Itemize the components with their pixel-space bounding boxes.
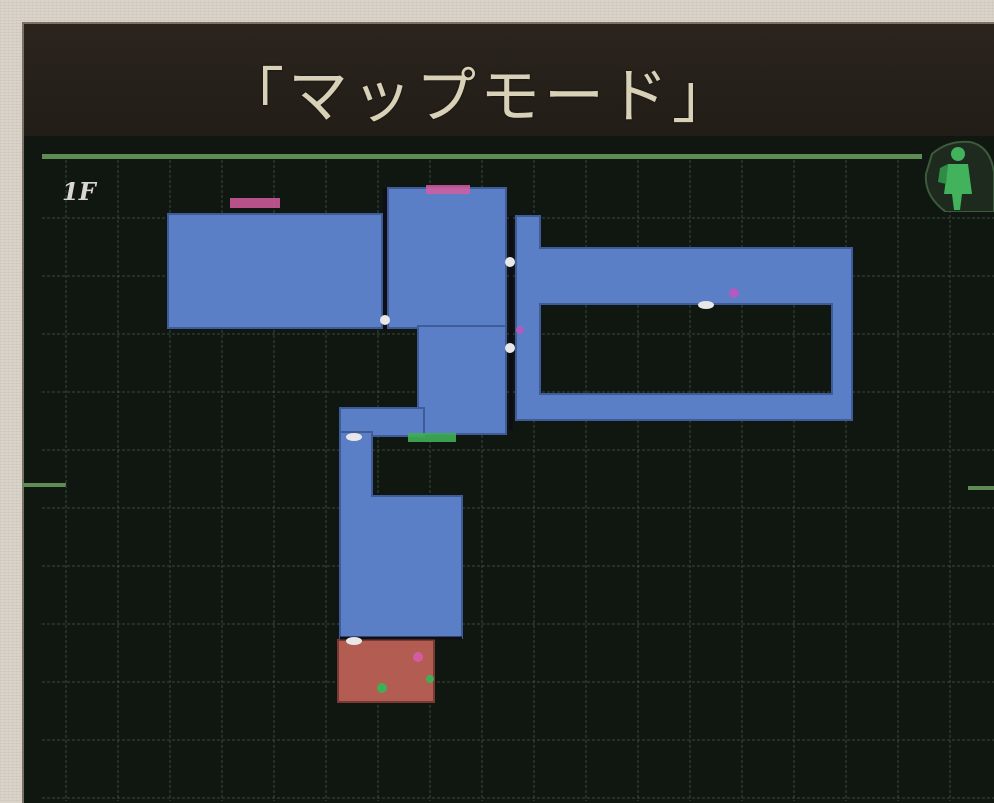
room-central-north[interactable] <box>387 187 507 329</box>
item-marker-pink[interactable] <box>516 326 524 334</box>
locked-door-pink[interactable] <box>230 198 280 208</box>
room-save-room[interactable] <box>337 639 435 703</box>
door-marker[interactable] <box>505 257 515 267</box>
map-top-rule <box>42 154 922 159</box>
locked-door-pink[interactable] <box>426 185 470 194</box>
left-edge-tick <box>22 483 66 487</box>
door-markers <box>346 257 714 645</box>
room-central-corridor[interactable] <box>417 325 507 435</box>
door-marker[interactable] <box>505 343 515 353</box>
explored-rooms <box>167 187 853 703</box>
title-bar: 「マップモード」 <box>24 24 994 136</box>
door-marker[interactable] <box>380 315 390 325</box>
locked-doors <box>230 185 470 442</box>
item-marker-pink[interactable] <box>413 652 423 662</box>
door-marker[interactable] <box>346 637 362 645</box>
item-marker-green[interactable] <box>426 675 434 683</box>
door-marker[interactable] <box>346 433 362 441</box>
locked-door-green[interactable] <box>408 433 456 442</box>
item-marker-pink[interactable] <box>729 288 739 298</box>
right-edge-tick <box>968 486 994 490</box>
room-south-hall[interactable] <box>339 431 463 639</box>
page-title: 「マップモード」 <box>224 62 736 132</box>
floor-label: 1F <box>62 177 96 206</box>
item-marker-green[interactable] <box>377 683 387 693</box>
item-markers <box>377 288 739 693</box>
room-west-hall[interactable] <box>167 213 383 329</box>
room-east-loop[interactable] <box>515 215 853 421</box>
player-silhouette-icon <box>924 140 994 212</box>
door-marker[interactable] <box>698 301 714 309</box>
walls <box>340 188 513 640</box>
